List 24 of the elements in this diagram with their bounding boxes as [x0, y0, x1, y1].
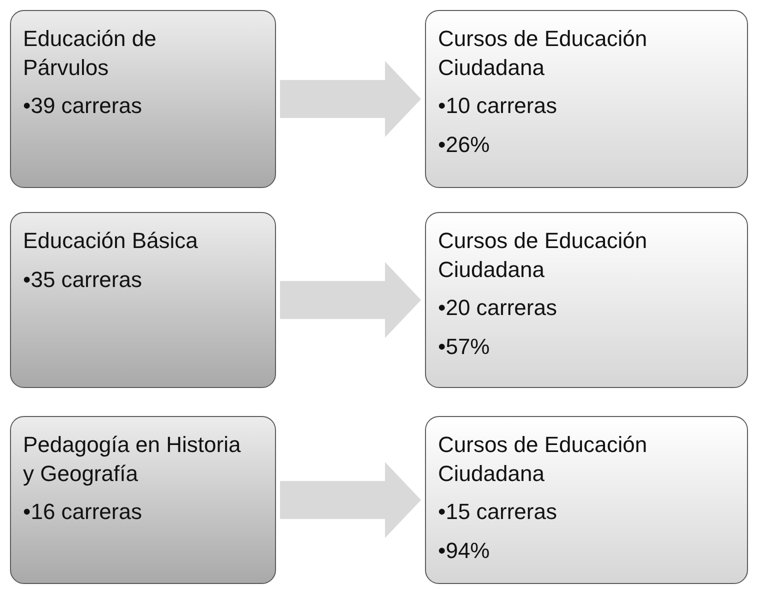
bullet-text: •20 carreras [438, 294, 558, 322]
box-heading: Cursos de Educación Ciudadana [438, 25, 648, 82]
bullet-text: •10 carreras [438, 92, 558, 120]
box-heading: Educación de Párvulos [23, 25, 158, 82]
box-heading: Cursos de Educación Ciudadana [438, 227, 648, 284]
box-heading: Educación Básica [23, 227, 199, 255]
bullet-text: •94% [438, 536, 491, 565]
result-box [425, 10, 748, 188]
program-box [10, 416, 276, 584]
bullet-text: •35 carreras [23, 266, 143, 294]
bullet-text: •26% [438, 130, 491, 159]
result-box [425, 416, 748, 584]
box-heading: Pedagogía en Historia y Geografía [23, 431, 242, 488]
bullet-text: •16 carreras [23, 498, 143, 526]
box-heading: Cursos de Educación Ciudadana [438, 431, 648, 488]
block-arrow [280, 61, 421, 137]
bullet-text: •15 carreras [438, 498, 558, 526]
program-box [10, 10, 276, 188]
block-arrow [280, 462, 421, 538]
result-box [425, 212, 748, 388]
bullet-text: •39 carreras [23, 92, 143, 120]
block-arrow [280, 262, 421, 338]
bullet-text: •57% [438, 332, 491, 361]
program-box [10, 212, 276, 388]
